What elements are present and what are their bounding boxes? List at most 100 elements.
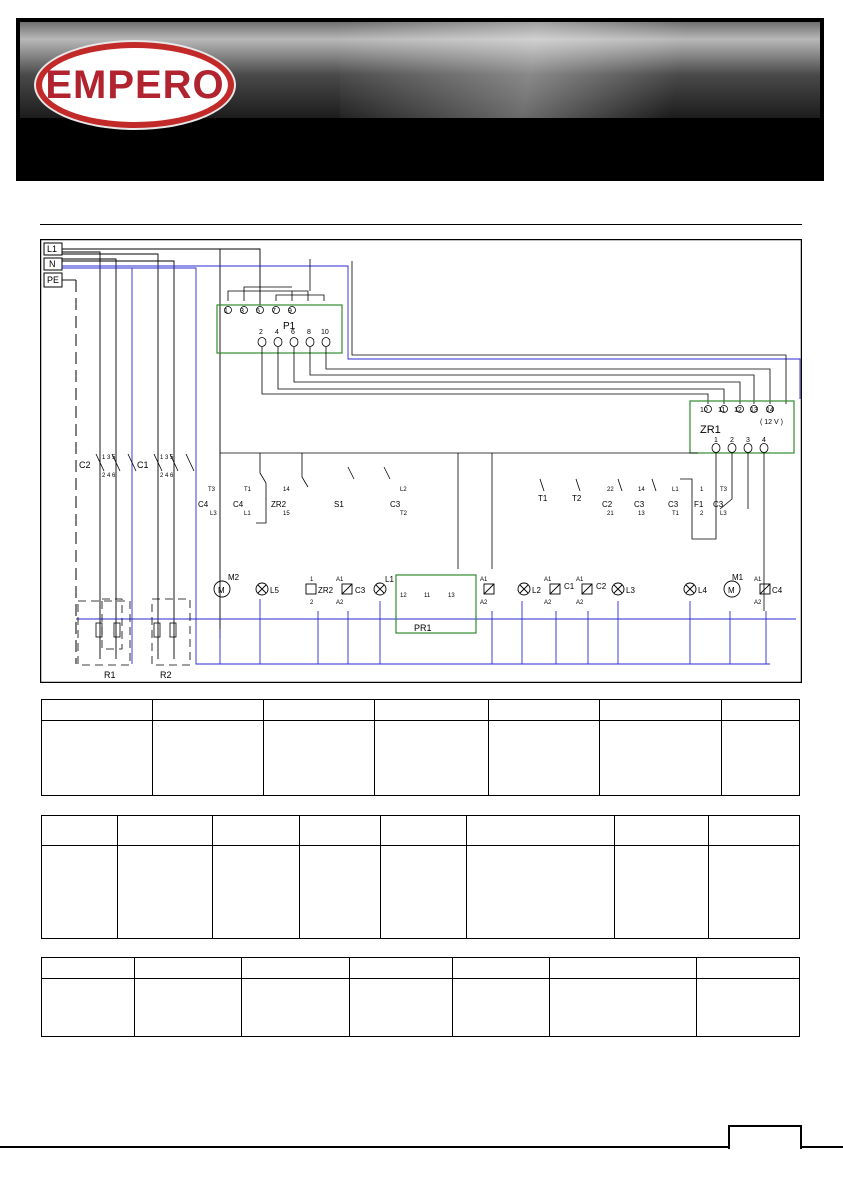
contactor-c1-label: C1	[137, 460, 149, 470]
p1-pin-9: 9	[288, 308, 292, 315]
p1-pin-3: 3	[240, 308, 244, 315]
motor-m2-symbol: M	[218, 586, 225, 595]
p1-pin-7: 7	[272, 308, 276, 315]
timer-pin-12: 12	[400, 593, 407, 599]
contact-1: 1	[700, 487, 704, 493]
p1-pin-1: 1	[224, 308, 228, 315]
zr1-pin-14: 14	[766, 407, 774, 414]
supply-n: N	[49, 259, 56, 269]
contact-c2: C2	[602, 500, 613, 509]
contactor-c2-label: C2	[79, 460, 91, 470]
contact-c3c: C3	[668, 500, 679, 509]
contact-t3b: T3	[720, 487, 728, 493]
header-banner: EMPERO	[16, 18, 824, 181]
load-zr2-2: 2	[310, 600, 314, 606]
contact-t1: T1	[244, 487, 252, 493]
load-c3: C3	[355, 586, 366, 595]
load-l5: L5	[270, 586, 279, 595]
p1-pin-2: 2	[259, 329, 263, 336]
timer-pin-11: 11	[424, 593, 431, 599]
timer-pr1-label: PR1	[414, 623, 432, 633]
controller-p1: P1 1 3 5 7 9 2 4 6 8 10	[216, 286, 343, 354]
brand-name: EMPERO	[45, 62, 225, 107]
load-l2: L2	[532, 586, 541, 595]
contact-13: 13	[638, 511, 645, 517]
p1-pin-8: 8	[307, 329, 311, 336]
contact-zr2: ZR2	[271, 500, 287, 509]
load-a1b: A1	[480, 577, 488, 583]
contact-14b: 14	[638, 487, 645, 493]
supply-l1: L1	[47, 244, 57, 254]
p1-pin-6: 6	[291, 329, 295, 336]
c1-pins-bottom: 2 4 6	[160, 473, 174, 479]
load-l3: L3	[626, 586, 635, 595]
contact-15: 15	[283, 511, 290, 517]
controller-p1-label: P1	[283, 321, 296, 332]
contact-c3: C3	[390, 500, 401, 509]
legend-table-1	[41, 699, 800, 796]
contact-l2: L2	[400, 487, 407, 493]
c2-pins-bottom: 2 4 6	[102, 473, 116, 479]
load-l1: L1	[385, 575, 394, 584]
supply-pe: PE	[47, 275, 59, 285]
load-c3-a1: A1	[336, 577, 344, 583]
zr1-pin-12: 12	[734, 407, 742, 414]
load-c2-a1: A1	[576, 577, 584, 583]
contact-c4: C4	[198, 500, 209, 509]
heater-r1-label: R1	[104, 670, 116, 680]
zr1-pin-13: 13	[750, 407, 758, 414]
load-c4: C4	[772, 586, 783, 595]
p1-pin-4: 4	[275, 329, 279, 336]
contact-f1: F1	[694, 500, 704, 509]
section-divider	[40, 224, 802, 225]
contact-l1b: L1	[672, 487, 679, 493]
contact-22: 22	[607, 487, 614, 493]
zr1-pin-3: 3	[746, 437, 750, 444]
p1-pin-5: 5	[256, 308, 260, 315]
load-zr2: ZR2	[318, 586, 334, 595]
legend-table-2	[41, 815, 800, 939]
page-number-box	[728, 1125, 802, 1149]
contact-s1: S1	[334, 500, 344, 509]
heater-contactors	[77, 453, 195, 666]
contact-c3d: C3	[713, 500, 724, 509]
heater-r2-label: R2	[160, 670, 172, 680]
contact-l3b: L3	[720, 511, 727, 517]
wiring-diagram: L1 N PE P1 1 3	[40, 239, 802, 683]
load-c4-a2: A2	[754, 600, 762, 606]
load-c1: C1	[564, 582, 575, 591]
load-m2: M2	[228, 573, 240, 582]
c2-pins-top: 1 3 5	[102, 455, 116, 461]
contact-t1b: T1	[538, 494, 548, 503]
contact-14: 14	[283, 487, 290, 493]
contact-l3: L3	[210, 511, 217, 517]
load-zr2-1: 1	[310, 577, 314, 583]
contact-21: 21	[607, 511, 614, 517]
loads-row	[213, 574, 771, 634]
c1-pins-top: 1 3 5	[160, 455, 174, 461]
relay-voltage: ( 12 V )	[760, 419, 783, 426]
contact-2: 2	[700, 511, 704, 517]
zr1-pin-4: 4	[762, 437, 766, 444]
contact-t1c: T1	[672, 511, 680, 517]
contact-t2: T2	[400, 511, 408, 517]
load-m1: M1	[732, 573, 744, 582]
contact-c4b: C4	[233, 500, 244, 509]
control-contacts: T3 C4 L3 T1 C4 L1 14 ZR2 15 S1 L2 C3 T2 …	[198, 487, 728, 517]
contact-c3b: C3	[634, 500, 645, 509]
legend-table-3	[41, 957, 800, 1037]
motor-m1-symbol: M	[728, 586, 735, 595]
brand-logo: EMPERO	[36, 42, 234, 128]
relay-zr1: ZR1 ( 12 V ) 10 11 12 13 14 1 2 3 4	[680, 400, 795, 611]
contact-l1: L1	[244, 511, 251, 517]
load-c2: C2	[596, 582, 607, 591]
zr1-pin-1: 1	[714, 437, 718, 444]
load-c2-a2: A2	[576, 600, 584, 606]
p1-pin-10: 10	[321, 329, 329, 336]
zr1-pin-10: 10	[700, 407, 708, 414]
load-c1-a1: A1	[544, 577, 552, 583]
load-c4-a1: A1	[754, 577, 762, 583]
load-c3-a2: A2	[336, 600, 344, 606]
load-l4: L4	[698, 586, 707, 595]
contact-t2b: T2	[572, 494, 582, 503]
